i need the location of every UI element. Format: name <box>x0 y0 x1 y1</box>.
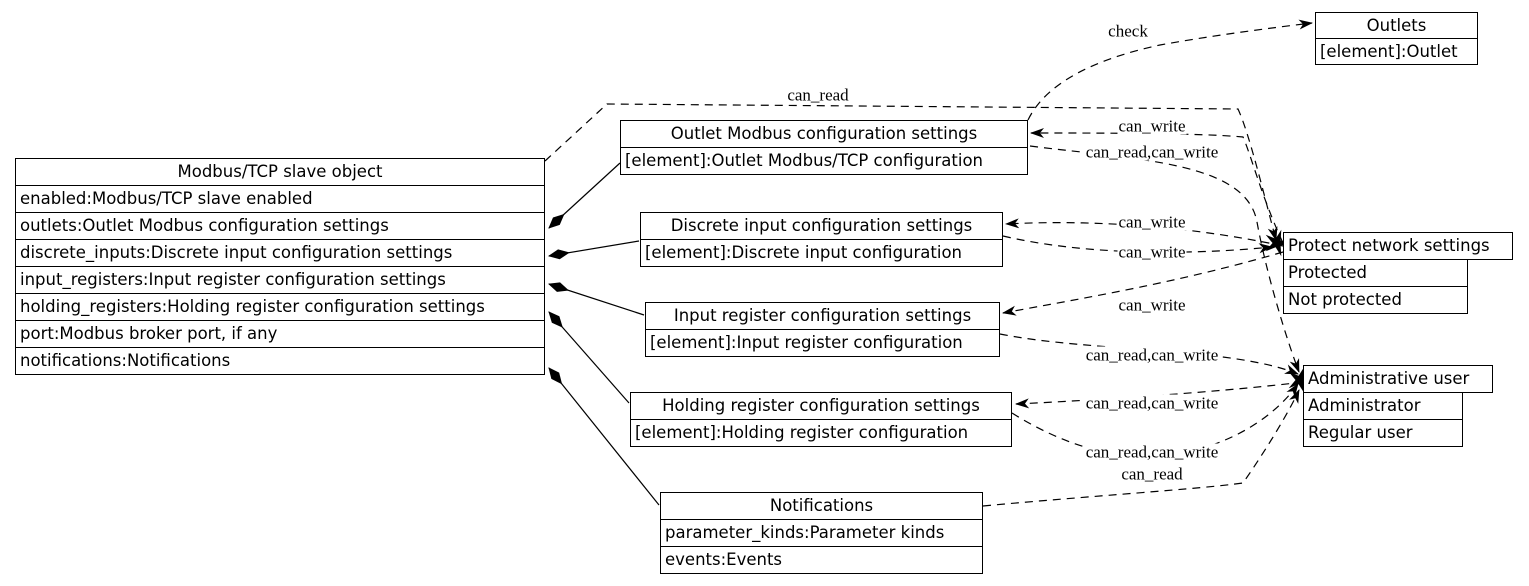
edge-composition-notifications <box>548 367 660 506</box>
node-outlets: Outlets [element]:Outlet <box>1315 12 1478 65</box>
edge-label-can-write: can_write <box>1117 295 1187 315</box>
edge-can-write-inputreg-line <box>1002 251 1284 316</box>
node-attribute-element: [element]:Outlet Modbus/TCP configuratio… <box>620 147 1028 175</box>
node-title: Protect network settings <box>1283 232 1513 260</box>
node-discrete-input-configuration-settings: Discrete input configuration settings [e… <box>640 212 1003 267</box>
edge-composition-holding-registers <box>548 311 630 404</box>
node-holding-register-configuration-settings: Holding register configuration settings … <box>630 392 1012 447</box>
edge-composition-input-registers <box>548 282 645 316</box>
node-protect-network-settings: Protect network settings Protected Not p… <box>1283 232 1513 314</box>
node-attribute-discrete-inputs: discrete_inputs:Discrete input configura… <box>15 239 545 267</box>
edge-can-read-top-line <box>544 103 1278 241</box>
edge-label-can-read: can_read <box>1120 464 1184 484</box>
node-notifications: Notifications parameter_kinds:Parameter … <box>660 492 983 574</box>
node-attribute-holding-registers: holding_registers:Holding register confi… <box>15 293 545 321</box>
node-title: Holding register configuration settings <box>630 392 1012 420</box>
node-title: Notifications <box>660 492 983 520</box>
edge-label-can-write: can_write <box>1117 242 1187 262</box>
node-title: Outlets <box>1315 12 1478 39</box>
node-attribute-enabled: enabled:Modbus/TCP slave enabled <box>15 185 545 213</box>
node-attribute-element: [element]:Input register configuration <box>645 329 1000 357</box>
edge-label-can-read-can-write: can_read,can_write <box>1084 345 1220 365</box>
node-input-register-configuration-settings: Input register configuration settings [e… <box>645 302 1000 357</box>
node-title: Input register configuration settings <box>645 302 1000 330</box>
node-title: Modbus/TCP slave object <box>15 158 545 186</box>
node-title: Discrete input configuration settings <box>640 212 1003 240</box>
edge-crw-admin-holding-line <box>1015 381 1304 409</box>
node-role-administrator: Administrator <box>1303 392 1463 420</box>
edge-check-line <box>1027 19 1313 121</box>
edge-label-can-read-can-write: can_read,can_write <box>1084 442 1220 462</box>
node-attribute-input-registers: input_registers:Input register configura… <box>15 266 545 294</box>
edge-label-can-read-can-write: can_read,can_write <box>1084 393 1220 413</box>
node-value-protected: Protected <box>1283 259 1468 287</box>
node-title: Outlet Modbus configuration settings <box>620 120 1028 148</box>
edge-label-can-read: can_read <box>786 85 850 105</box>
edge-label-can-write: can_write <box>1117 212 1187 232</box>
edge-label-can-read-can-write: can_read,can_write <box>1084 142 1220 162</box>
edge-composition-outlets <box>548 162 621 229</box>
edge-label-can-write: can_write <box>1117 116 1187 136</box>
node-modbus-slave-object: Modbus/TCP slave object enabled:Modbus/T… <box>15 158 545 375</box>
node-attribute-element: [element]:Outlet <box>1315 38 1478 65</box>
edge-can-read-notif-line <box>982 389 1300 507</box>
edge-can-write-discrete-line <box>1005 218 1284 247</box>
node-attribute-element: [element]:Discrete input configuration <box>640 239 1003 267</box>
node-attribute-events: events:Events <box>660 546 983 574</box>
node-attribute-parameter-kinds: parameter_kinds:Parameter kinds <box>660 519 983 547</box>
node-value-not-protected: Not protected <box>1283 286 1468 314</box>
edge-composition-discrete-inputs <box>548 240 640 260</box>
node-administrative-user: Administrative user Administrator Regula… <box>1303 365 1493 447</box>
node-attribute-notifications: notifications:Notifications <box>15 347 545 375</box>
node-role-regular-user: Regular user <box>1303 419 1463 447</box>
node-title: Administrative user <box>1303 365 1493 393</box>
node-attribute-port: port:Modbus broker port, if any <box>15 320 545 348</box>
node-outlet-modbus-configuration-settings: Outlet Modbus configuration settings [el… <box>620 120 1028 175</box>
arrow-burst-admin <box>1288 366 1314 394</box>
node-attribute-element: [element]:Holding register configuration <box>630 419 1012 447</box>
arrow-burst-protect <box>1265 229 1291 257</box>
edge-label-check: check <box>1107 21 1149 41</box>
node-attribute-outlets: outlets:Outlet Modbus configuration sett… <box>15 212 545 240</box>
